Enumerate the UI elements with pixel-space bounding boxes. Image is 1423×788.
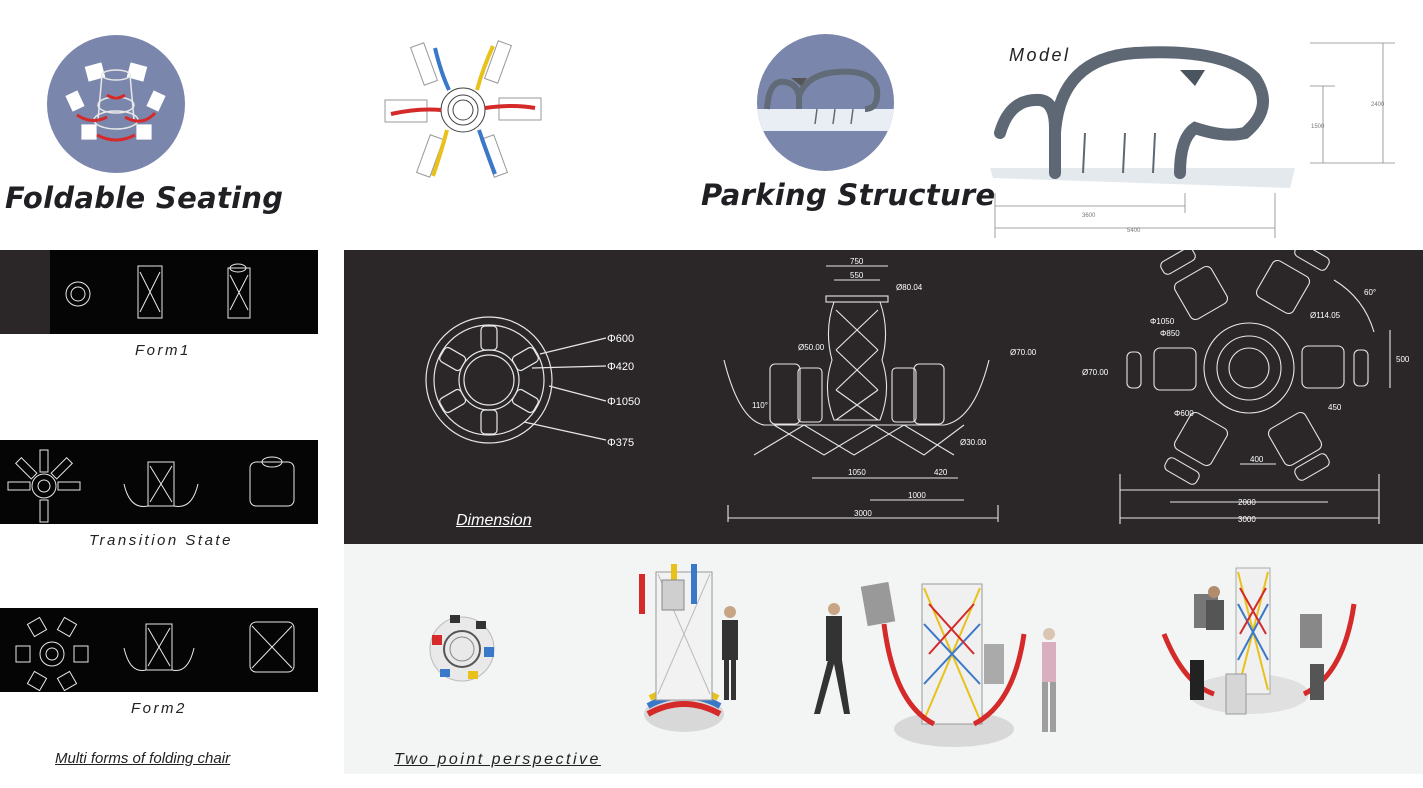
elev-dim-750: 750 bbox=[850, 257, 864, 266]
plan-dim-420: Φ420 bbox=[607, 361, 634, 373]
form1-panel bbox=[0, 250, 318, 334]
foldable-seating-top-view bbox=[383, 38, 543, 183]
form1-label: Form1 bbox=[135, 342, 191, 359]
model-label: Model bbox=[1009, 45, 1071, 65]
elev-dim-3000: 3000 bbox=[854, 509, 872, 518]
parking-model-drawing: 2400 1500 3600 5400 bbox=[985, 38, 1405, 240]
elev-dim-80: Ø80.04 bbox=[896, 283, 923, 292]
parking-structure-thumbnail bbox=[757, 34, 894, 171]
two-point-perspective-label: Two point perspective bbox=[394, 751, 601, 768]
transition-state-panel bbox=[0, 440, 318, 524]
top-dim-70: Ø70.00 bbox=[1082, 368, 1109, 377]
perspective-tower bbox=[639, 564, 738, 732]
plan-dim-600: Φ600 bbox=[607, 333, 634, 345]
foldable-seating-title: Foldable Seating bbox=[5, 181, 284, 215]
foldable-seating-thumbnail bbox=[47, 35, 185, 173]
dim-2400: 2400 bbox=[1371, 102, 1385, 108]
top-dim-1050: Φ1050 bbox=[1150, 317, 1175, 326]
plan-drawing bbox=[425, 316, 607, 444]
top-dim-600: Φ600 bbox=[1174, 409, 1194, 418]
form2-label: Form2 bbox=[131, 700, 187, 717]
top-dim-450: 450 bbox=[1328, 403, 1342, 412]
top-view-drawing bbox=[1119, 250, 1391, 524]
top-dim-114: Ø114.05 bbox=[1310, 311, 1341, 320]
elev-dim-1000: 1000 bbox=[908, 491, 926, 500]
elev-dim-110deg: 110° bbox=[752, 401, 768, 410]
top-dim-850: Φ850 bbox=[1160, 329, 1180, 338]
dimension-panel: Φ600 Φ420 Φ1050 Φ375 750 550 bbox=[344, 250, 1423, 544]
transition-state-label: Transition State bbox=[89, 532, 233, 549]
elev-dim-420: 420 bbox=[934, 468, 948, 477]
multi-forms-caption: Multi forms of folding chair bbox=[55, 750, 231, 767]
perspective-panel: Two point perspective bbox=[344, 544, 1423, 774]
top-dim-2000: 2000 bbox=[1238, 498, 1256, 507]
dim-1500: 1500 bbox=[1311, 124, 1325, 130]
elev-dim-70: Ø70.00 bbox=[1010, 348, 1037, 357]
top-dim-3000: 3000 bbox=[1238, 515, 1256, 524]
top-dim-60deg: 60° bbox=[1364, 288, 1376, 297]
form2-panel bbox=[0, 608, 318, 692]
perspective-scene-people bbox=[814, 581, 1056, 747]
dim-5400: 5400 bbox=[1127, 228, 1141, 234]
elev-dim-30: Ø30.00 bbox=[960, 438, 987, 447]
elevation-drawing bbox=[723, 265, 999, 522]
dim-3600: 3600 bbox=[1082, 213, 1096, 219]
dimension-label: Dimension bbox=[456, 512, 532, 529]
top-dim-500: 500 bbox=[1396, 355, 1410, 364]
top-dim-400: 400 bbox=[1250, 455, 1264, 464]
elev-dim-50: Ø50.00 bbox=[798, 343, 825, 352]
plan-dim-1050: Φ1050 bbox=[607, 396, 640, 408]
parking-structure-title: Parking Structure bbox=[701, 178, 996, 212]
elev-dim-1050: 1050 bbox=[848, 468, 866, 477]
plan-dim-375: Φ375 bbox=[607, 437, 634, 449]
elev-dim-550: 550 bbox=[850, 271, 864, 280]
perspective-scene-seated bbox=[1161, 567, 1357, 715]
perspective-top-view bbox=[429, 615, 495, 682]
